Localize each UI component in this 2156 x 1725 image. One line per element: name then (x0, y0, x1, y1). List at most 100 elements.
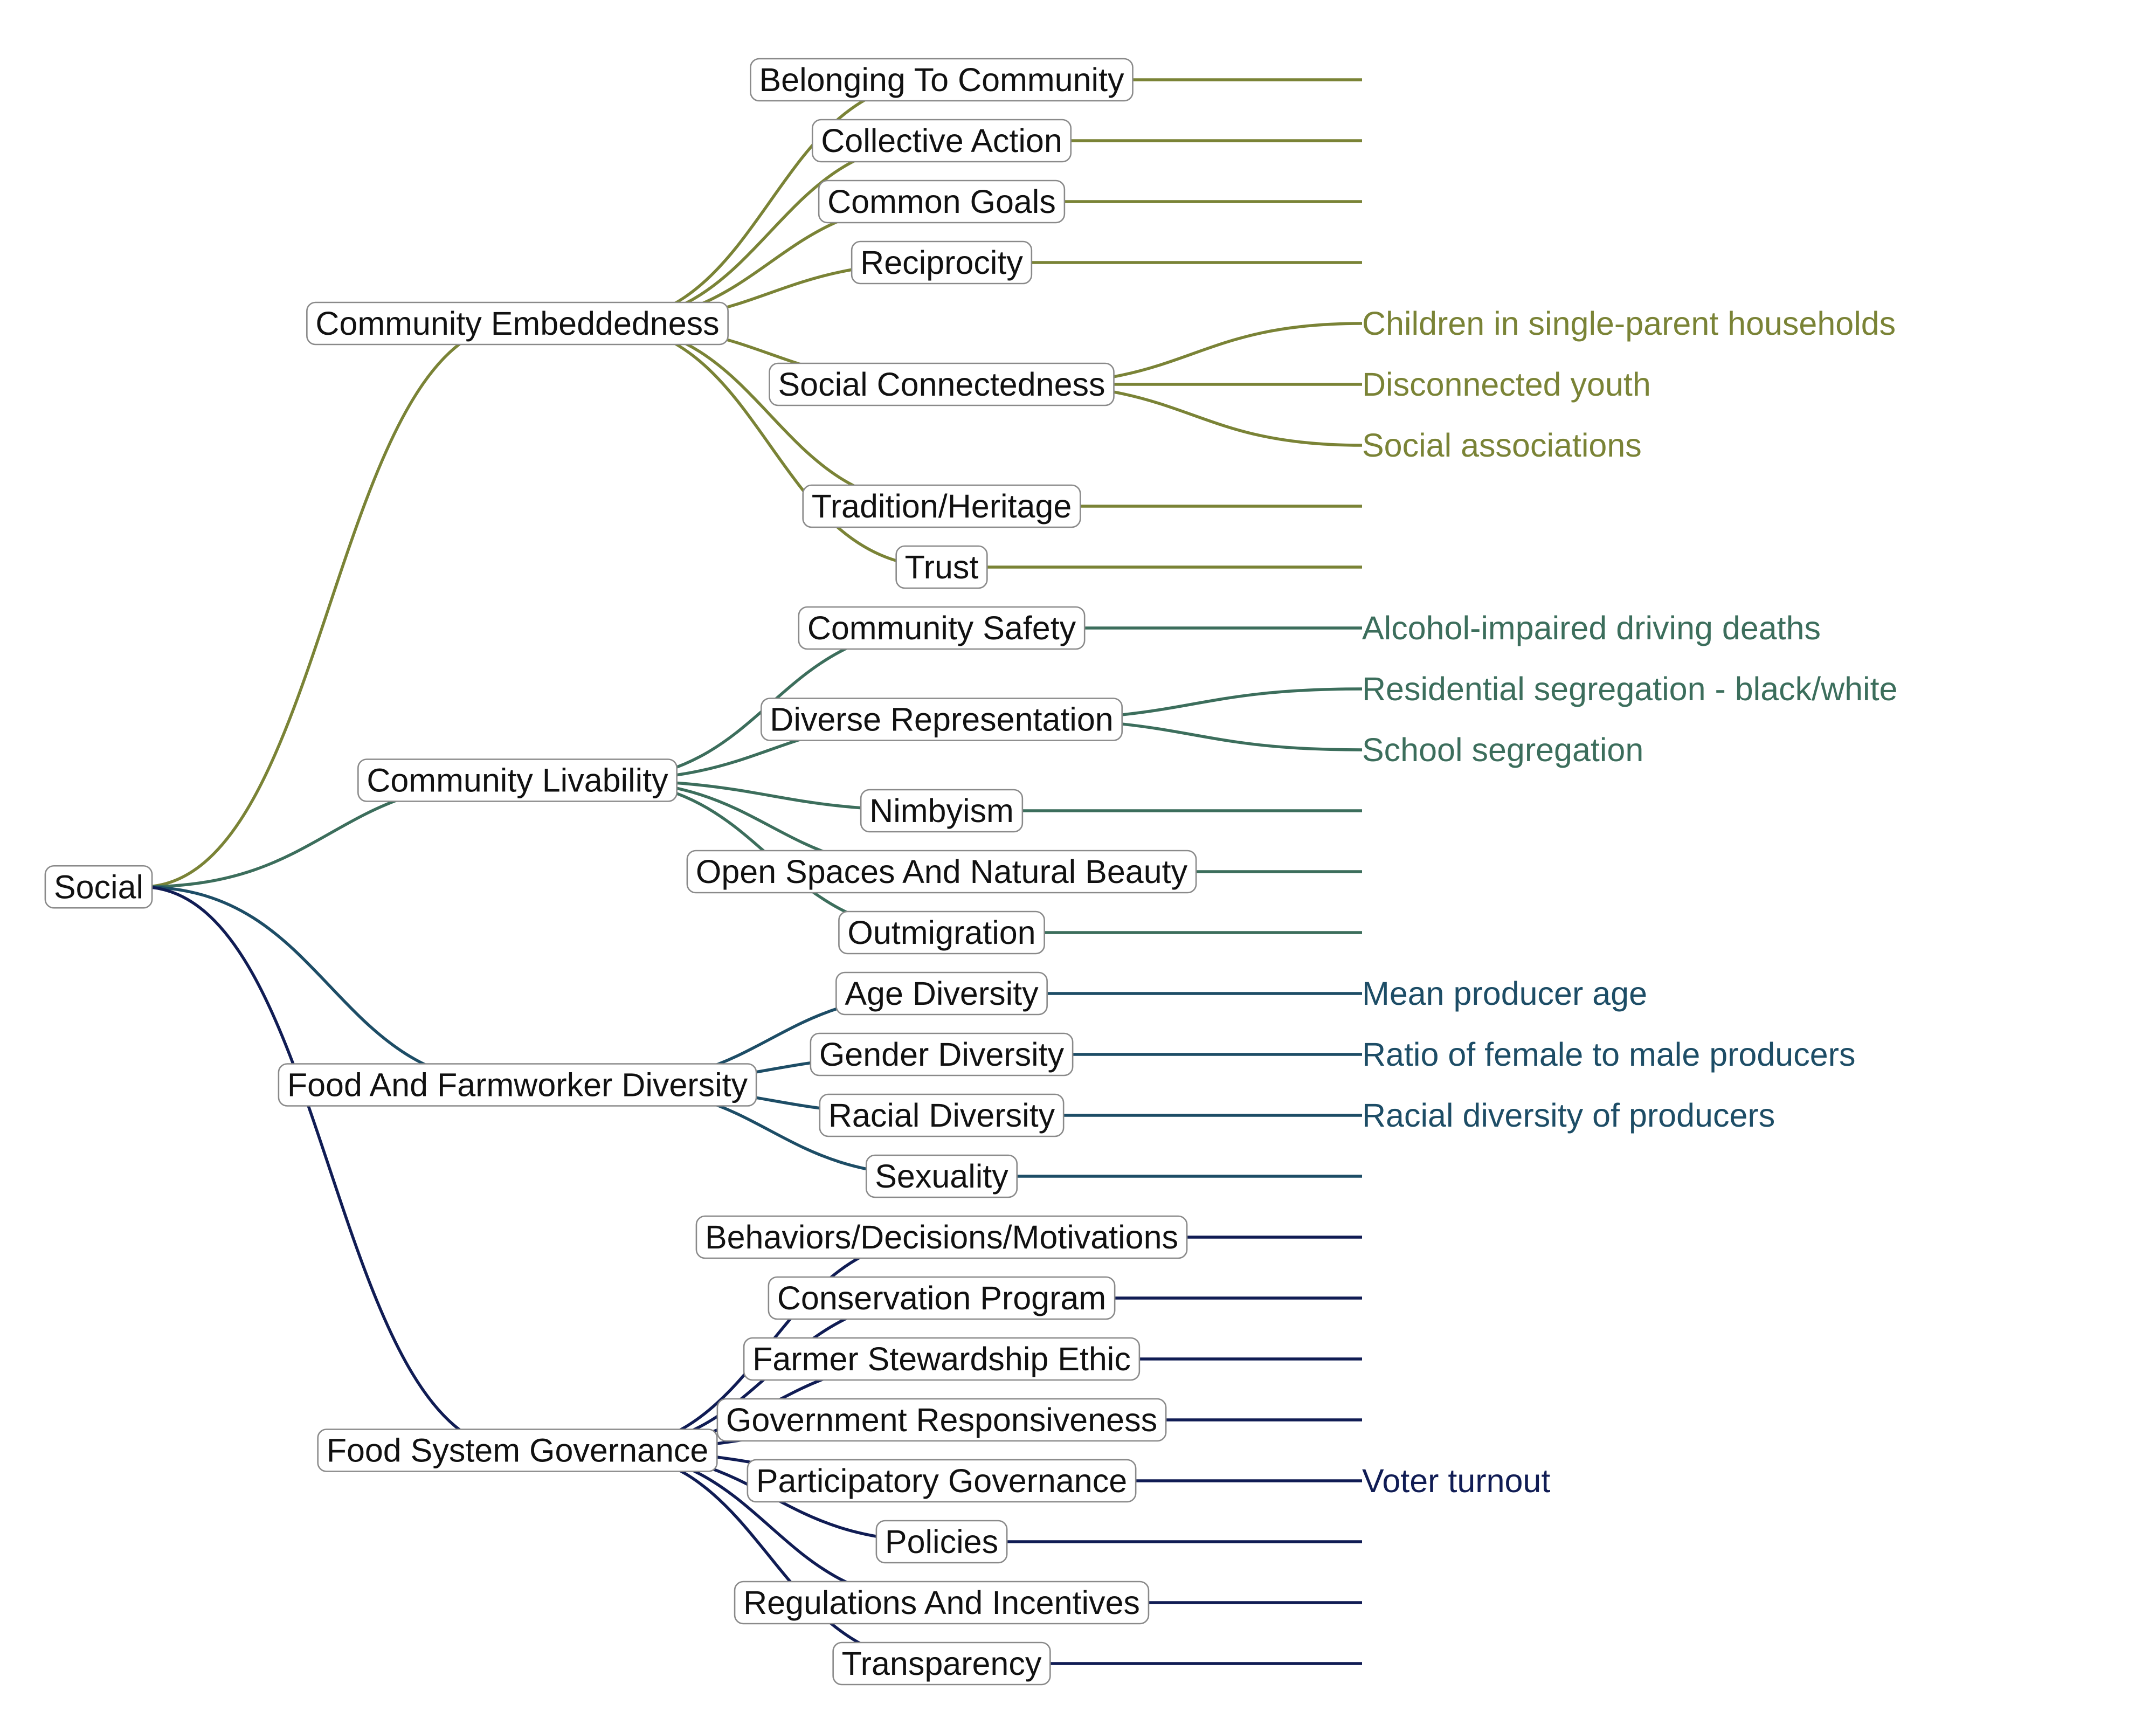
child-node-common-goals-label: Common Goals (827, 183, 1056, 220)
child-node-behaviors-decisions-motivations-label: Behaviors/Decisions/Motivations (705, 1219, 1178, 1255)
child-node-collective-action-box (811, 119, 1072, 163)
child-node-reciprocity-label: Reciprocity (860, 244, 1023, 281)
child-node-tradition-heritage-box (802, 484, 1081, 528)
child-node-tradition-heritage-label: Tradition/Heritage (812, 488, 1072, 525)
child-node-tradition-heritage: Tradition/Heritage (802, 484, 1081, 528)
child-node-farmer-stewardship-ethic: Farmer Stewardship Ethic (743, 1337, 1141, 1381)
child-node-common-goals: Common Goals (818, 180, 1066, 224)
child-node-diverse-representation-label: Diverse Representation (770, 701, 1113, 738)
child-node-sexuality-label: Sexuality (875, 1158, 1008, 1195)
child-node-policies-box (875, 1520, 1008, 1564)
child-node-community-safety-box (798, 606, 1086, 650)
child-node-participatory-governance-label: Participatory Governance (756, 1462, 1127, 1499)
branch-node-food-system-governance-box (317, 1429, 718, 1472)
child-node-social-connectedness-box (769, 362, 1115, 406)
child-node-open-spaces-and-natural-beauty: Open Spaces And Natural Beauty (686, 850, 1197, 894)
child-node-belonging-to-community-box (750, 58, 1134, 102)
child-node-conservation-program-box (768, 1276, 1116, 1320)
branch-node-food-system-governance-label: Food System Governance (327, 1432, 709, 1469)
child-node-gender-diversity: Gender Diversity (810, 1032, 1074, 1077)
child-node-government-responsiveness-label: Government Responsiveness (726, 1402, 1157, 1438)
indicator-ratio-of-female-to-male-producers: Ratio of female to male producers (1362, 1036, 1855, 1073)
child-node-collective-action: Collective Action (811, 119, 1072, 163)
child-node-reciprocity: Reciprocity (851, 240, 1033, 285)
child-node-social-connectedness: Social Connectedness (769, 362, 1115, 406)
child-node-diverse-representation: Diverse Representation (760, 698, 1123, 741)
branch-node-community-livability: Community Livability (357, 758, 678, 802)
child-node-participatory-governance-box (747, 1459, 1137, 1503)
branch-node-community-embeddedness-label: Community Embeddedness (315, 305, 719, 342)
child-node-age-diversity-box (835, 971, 1048, 1016)
child-node-racial-diversity: Racial Diversity (819, 1093, 1065, 1137)
child-node-social-connectedness-label: Social Connectedness (778, 366, 1105, 403)
link-collective-action (598, 139, 942, 325)
child-node-farmer-stewardship-ethic-label: Farmer Stewardship Ethic (752, 1341, 1131, 1377)
link-root-food_system_governance (141, 885, 518, 1452)
child-node-nimbyism-box (860, 789, 1024, 833)
child-node-gender-diversity-box (810, 1032, 1074, 1077)
child-node-government-responsiveness-box (716, 1398, 1167, 1442)
child-node-gender-diversity-label: Gender Diversity (819, 1036, 1065, 1073)
child-node-trust-box (895, 545, 988, 589)
child-node-conservation-program-label: Conservation Program (777, 1280, 1106, 1316)
branch-node-community-livability-label: Community Livability (367, 762, 668, 799)
indicator-social-associations: Social associations (1362, 427, 1642, 464)
child-node-behaviors-decisions-motivations-box (695, 1215, 1188, 1259)
child-node-participatory-governance: Participatory Governance (747, 1459, 1137, 1503)
child-node-regulations-and-incentives-label: Regulations And Incentives (743, 1584, 1140, 1621)
child-node-collective-action-label: Collective Action (821, 122, 1062, 159)
child-node-open-spaces-and-natural-beauty-box (686, 850, 1197, 894)
child-node-community-safety: Community Safety (798, 606, 1086, 650)
child-node-government-responsiveness: Government Responsiveness (716, 1398, 1167, 1442)
indicator-children-in-single-parent-households: Children in single-parent households (1362, 305, 1896, 342)
indicator-voter-turnout: Voter turnout (1362, 1462, 1550, 1499)
child-node-regulations-and-incentives-box (734, 1581, 1150, 1625)
child-node-behaviors-decisions-motivations: Behaviors/Decisions/Motivations (695, 1215, 1188, 1259)
root-node-social-box (44, 865, 153, 909)
indicator-school-segregation: School segregation (1362, 732, 1643, 768)
branch-node-community-embeddedness: Community Embeddedness (306, 301, 729, 346)
child-node-transparency-label: Transparency (842, 1645, 1042, 1682)
root-node-social: Social (44, 865, 153, 909)
child-node-age-diversity-label: Age Diversity (845, 975, 1039, 1012)
child-node-diverse-representation-box (760, 698, 1123, 741)
child-node-nimbyism-label: Nimbyism (869, 792, 1014, 829)
child-node-outmigration: Outmigration (838, 910, 1045, 955)
branch-node-food-and-farmworker-diversity-label: Food And Farmworker Diversity (287, 1067, 748, 1103)
child-node-belonging-to-community-label: Belonging To Community (759, 61, 1124, 98)
child-node-outmigration-box (838, 910, 1045, 955)
indicator-residential-segregation-black-white: Residential segregation - black/white (1362, 671, 1897, 707)
indicator-racial-diversity-of-producers: Racial diversity of producers (1362, 1097, 1775, 1134)
node-layer: Social Community Embeddedness Belonging To… (44, 58, 1897, 1686)
child-node-regulations-and-incentives: Regulations And Incentives (734, 1581, 1150, 1625)
link-root-food_and_farmworker_diversity (141, 885, 518, 1087)
child-node-trust: Trust (895, 545, 988, 589)
child-node-racial-diversity-box (819, 1093, 1065, 1137)
child-node-conservation-program: Conservation Program (768, 1276, 1116, 1320)
indicator-alcohol-impaired-driving-deaths: Alcohol-impaired driving deaths (1362, 610, 1821, 646)
child-node-community-safety-label: Community Safety (807, 610, 1076, 646)
branch-node-food-and-farmworker-diversity: Food And Farmworker Diversity (278, 1063, 757, 1107)
child-node-policies-label: Policies (885, 1523, 998, 1560)
child-node-transparency: Transparency (832, 1641, 1051, 1686)
child-node-common-goals-box (818, 180, 1066, 224)
child-node-transparency-box (832, 1641, 1051, 1686)
indicator-disconnected-youth: Disconnected youth (1362, 366, 1651, 403)
link-root-community_embeddedness (141, 322, 518, 888)
child-node-nimbyism: Nimbyism (860, 789, 1024, 833)
branch-node-food-system-governance: Food System Governance (317, 1429, 718, 1472)
child-node-farmer-stewardship-ethic-box (743, 1337, 1141, 1381)
branch-node-food-and-farmworker-diversity-box (278, 1063, 757, 1107)
child-node-age-diversity: Age Diversity (835, 971, 1048, 1016)
branch-node-community-embeddedness-box (306, 301, 729, 346)
root-node-social-label: Social (54, 868, 143, 905)
branch-node-community-livability-box (357, 758, 678, 802)
link-trust (598, 322, 942, 569)
child-node-open-spaces-and-natural-beauty-label: Open Spaces And Natural Beauty (696, 853, 1188, 890)
child-node-sexuality-box (865, 1154, 1018, 1198)
child-node-sexuality: Sexuality (865, 1154, 1018, 1198)
child-node-reciprocity-box (851, 240, 1033, 285)
link-tradition-heritage (598, 322, 942, 508)
